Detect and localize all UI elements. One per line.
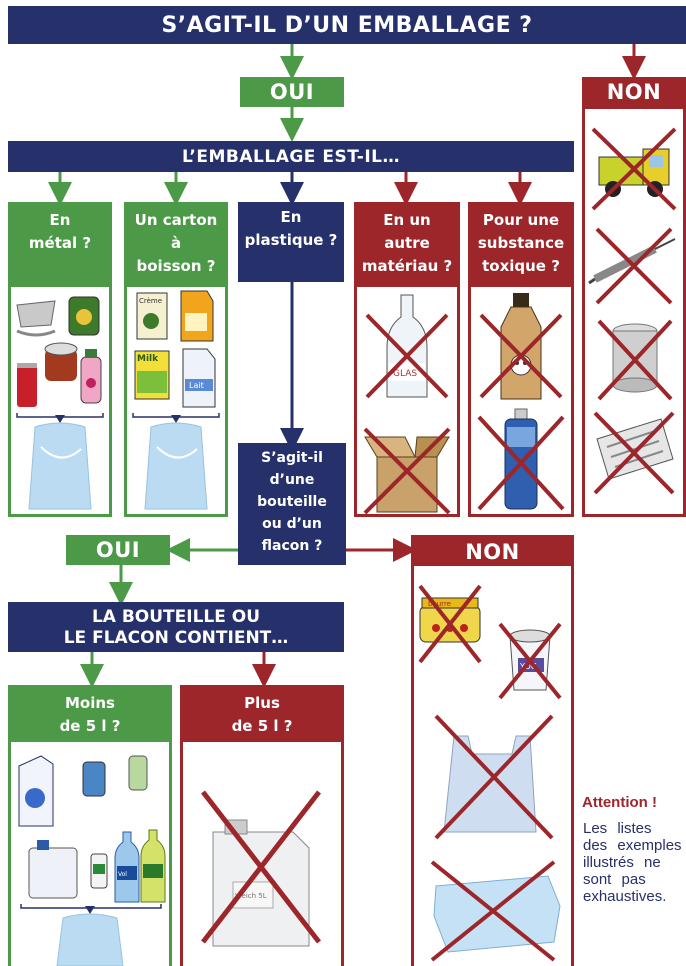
non-packaging-illustrations xyxy=(588,127,677,495)
spray-can-icon xyxy=(80,349,102,404)
bottle-content-question: LA BOUTEILLE OU LE FLACON CONTIENT… xyxy=(8,602,344,652)
aerosol-icon xyxy=(504,408,538,510)
jerrycan-icon xyxy=(28,840,78,899)
food-can-icon xyxy=(44,342,78,381)
drink-can-icon xyxy=(17,363,37,407)
toxic-panel: Pour une substance toxique ? xyxy=(468,202,574,517)
toxic-illustrations xyxy=(477,293,565,511)
milk-carton-icon: Milk xyxy=(134,350,170,400)
collection-bag-icon xyxy=(28,422,92,510)
no-label-bottle: NON xyxy=(414,538,571,566)
metal-illustrations xyxy=(16,296,104,510)
water-bottle-icon: Vol xyxy=(114,831,140,903)
collection-bag-icon xyxy=(56,913,124,966)
svg-text:Lait: Lait xyxy=(189,381,204,390)
carton-illustrations: Crème Milk Lait xyxy=(132,290,220,510)
jerrycan-icon: Weich 5L xyxy=(212,819,310,947)
collection-bag-icon xyxy=(144,422,208,510)
non-packaging-panel xyxy=(582,106,686,517)
metal-panel: En métal ? xyxy=(8,202,112,517)
drink-carton-heading: Un carton à boisson ? xyxy=(127,205,225,287)
svg-text:Weich 5L: Weich 5L xyxy=(235,892,267,900)
svg-text:GLAS: GLAS xyxy=(393,369,417,379)
juice-carton-icon xyxy=(180,290,214,342)
no-label-top: NON xyxy=(582,77,686,107)
packaging-type-question: L’EMBALLAGE EST-IL… xyxy=(8,141,574,172)
attention-title: Attention ! xyxy=(582,794,657,811)
drink-carton-panel: Un carton à boisson ? Crème Milk Lait xyxy=(124,202,228,517)
yes-label-bottle: OUI xyxy=(66,535,170,565)
aluminium-tray-icon xyxy=(16,300,56,337)
toxic-heading: Pour une substance toxique ? xyxy=(471,205,571,287)
butter-tub-icon: beurre xyxy=(419,597,481,643)
other-material-illustrations: GLAS xyxy=(363,294,451,515)
syringe-icon xyxy=(588,238,676,285)
detergent-bottle-icon xyxy=(82,761,106,797)
toxic-bottle-icon xyxy=(500,293,542,400)
metal-heading: En métal ? xyxy=(11,205,109,287)
svg-text:Vol: Vol xyxy=(118,871,127,878)
other-material-panel: En un autre matériau ? GLAS xyxy=(354,202,460,517)
bottle-question: S’agit-il d’une bouteille ou d’un flacon… xyxy=(238,443,346,565)
under-5l-illustrations: Vol xyxy=(18,755,166,966)
milk-carton-icon: Lait xyxy=(182,348,216,408)
other-material-heading: En un autre matériau ? xyxy=(357,205,457,287)
spray-can-icon xyxy=(128,755,148,791)
attention-text: Les listes des exemples illustrés ne son… xyxy=(583,820,682,905)
svg-text:Crème: Crème xyxy=(139,297,162,305)
juice-carton-icon: Crème xyxy=(136,292,168,340)
under-5l-panel: Moins de 5 l ? Vol xyxy=(8,685,172,966)
svg-text:beurre: beurre xyxy=(428,600,451,608)
non-bottle-illustrations: beurre YOG xyxy=(418,584,562,962)
yes-label-top: OUI xyxy=(240,77,344,107)
glass-bottle-icon: GLAS xyxy=(386,294,428,398)
main-question: S’AGIT-IL D’UN EMBALLAGE ? xyxy=(8,6,686,44)
detergent-bottle-icon xyxy=(90,853,108,889)
over-5l-illustrations: Weich 5L xyxy=(201,790,321,947)
detergent-bottle-icon xyxy=(18,755,54,827)
toy-truck-icon xyxy=(598,148,670,197)
food-can-icon xyxy=(68,296,100,336)
over-5l-panel: Plus de 5 l ? Weich 5L xyxy=(180,685,344,966)
over-5l-heading: Plus de 5 l ? xyxy=(183,688,341,742)
plastic-heading: En plastique ? xyxy=(238,202,344,282)
svg-text:Milk: Milk xyxy=(137,354,159,364)
non-bottle-panel: NON beurre YOG xyxy=(411,535,574,966)
under-5l-heading: Moins de 5 l ? xyxy=(11,688,169,742)
water-bottle-icon xyxy=(140,829,166,903)
